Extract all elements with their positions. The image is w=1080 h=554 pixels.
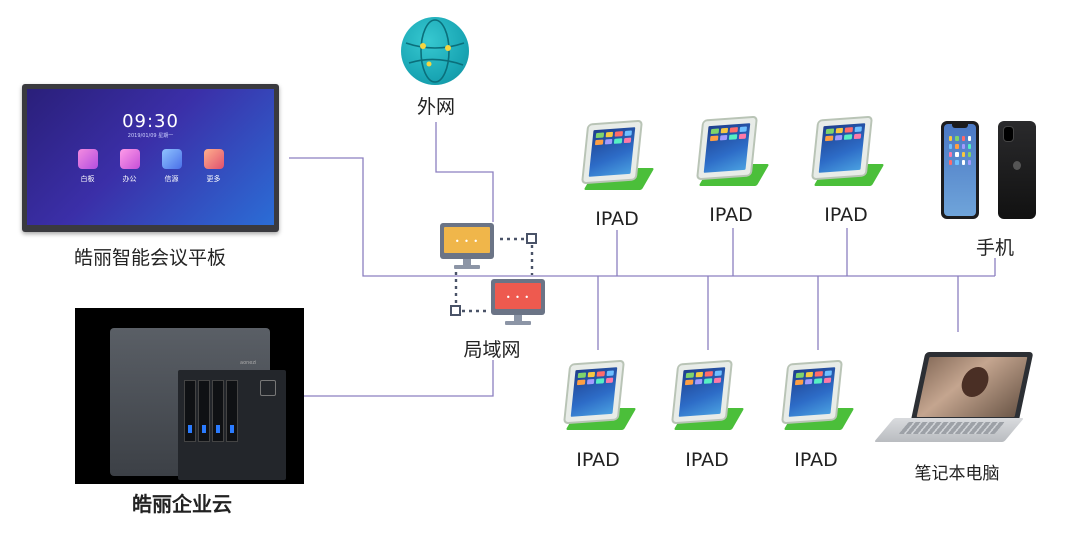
internet-link-line: [435, 122, 494, 222]
ipad-bottom-label-2: IPAD: [685, 449, 729, 471]
lan-label: 局域网: [463, 339, 521, 361]
panel-link-line: [289, 157, 548, 277]
ipad-top-2: [695, 115, 770, 190]
nas-front-panel: [178, 370, 286, 480]
ipad-top-label-3: IPAD: [824, 204, 868, 226]
monitor-icon: • • •: [491, 279, 545, 315]
internet-label: 外网: [416, 96, 456, 118]
nas-logo: aonezi: [240, 360, 257, 366]
source-icon: [161, 149, 182, 169]
lan-node-top-right: [526, 233, 537, 244]
ipad-top-1: [580, 119, 655, 194]
phone-label: 手机: [975, 237, 1015, 259]
smart-meeting-panel: 09:30 2019/01/09 星期一 白板 办公 信源 更多: [22, 84, 279, 232]
panel-app-whiteboard: 白板: [77, 149, 99, 184]
ipad-bottom-1: [562, 359, 637, 434]
ipad-top-label-1: IPAD: [595, 208, 639, 230]
panel-app-more: 更多: [203, 149, 225, 184]
ipad-top-3: [810, 115, 885, 190]
monitor-icon: • • •: [440, 223, 494, 259]
whiteboard-icon: [77, 149, 98, 169]
globe-lines: [405, 19, 465, 83]
drive-bay: [198, 380, 210, 442]
lan-computer-top: • • •: [440, 223, 494, 277]
ipad-top-label-2: IPAD: [709, 204, 753, 226]
phone-front-image: [941, 121, 979, 219]
globe-icon: [401, 17, 469, 85]
panel-screen: 09:30 2019/01/09 星期一 白板 办公 信源 更多: [27, 89, 274, 225]
app-name: 信源: [164, 175, 179, 183]
drive-bay: [184, 380, 196, 442]
drive-bay: [212, 380, 224, 442]
office-icon: [119, 149, 140, 169]
drive-bay: [226, 380, 238, 442]
panel-date: 2019/01/09 星期一: [127, 133, 174, 139]
lan-node-bottom-left: [450, 305, 461, 316]
ipad-bottom-2: [670, 359, 745, 434]
laptop-label: 笔记本电脑: [914, 464, 1000, 484]
app-name: 更多: [206, 175, 221, 183]
ipad-bottom-label-1: IPAD: [576, 449, 620, 471]
ipad-bottom-label-3: IPAD: [794, 449, 838, 471]
cloud-link-line: [304, 360, 494, 397]
panel-app-row: 白板 办公 信源 更多: [27, 149, 274, 184]
panel-app-source: 信源: [161, 149, 183, 184]
phone-back-image: [998, 121, 1036, 219]
app-name: 办公: [122, 175, 137, 183]
cloud-nas-image: aonezi: [75, 308, 304, 484]
ipad-bottom-3: [780, 359, 855, 434]
panel-app-office: 办公: [119, 149, 141, 184]
app-name: 白板: [80, 175, 95, 183]
cloud-label: 皓丽企业云: [132, 492, 232, 516]
panel-label: 皓丽智能会议平板: [73, 247, 227, 269]
more-icon: [203, 149, 224, 169]
lan-computer-bottom: • • •: [491, 279, 545, 333]
laptop-image: [873, 352, 1034, 452]
panel-clock: 09:30: [122, 111, 179, 132]
nas-power-button: [260, 380, 276, 396]
nas-body: aonezi: [110, 328, 286, 480]
